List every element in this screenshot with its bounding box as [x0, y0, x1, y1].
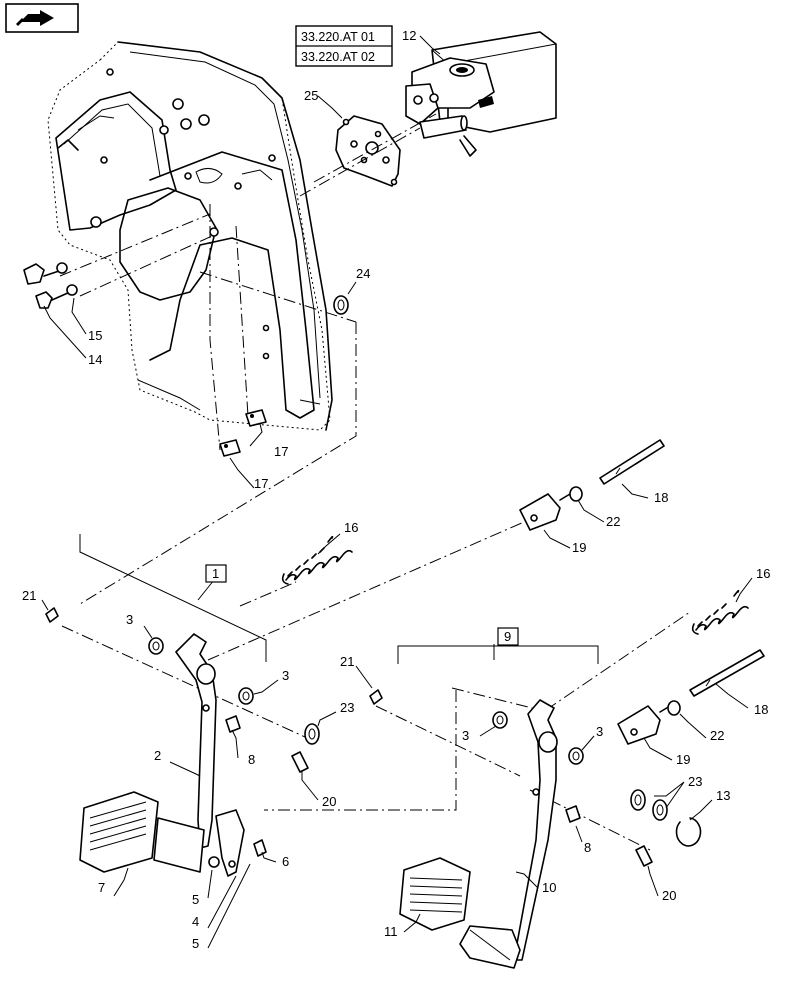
reference-link-2[interactable]: 33.220.AT 02 [301, 50, 375, 64]
callout-19-upper[interactable]: 19 [572, 540, 586, 555]
group-label-1: 1 [212, 566, 219, 581]
callout-23-left[interactable]: 23 [340, 700, 354, 715]
callout-18-lower[interactable]: 18 [754, 702, 768, 717]
callout-19-lower[interactable]: 19 [676, 752, 690, 767]
callout-17-upper[interactable]: 17 [274, 444, 288, 459]
callout-8-right[interactable]: 8 [584, 840, 591, 855]
callout-23-right[interactable]: 23 [688, 774, 702, 789]
callout-16-left[interactable]: 16 [344, 520, 358, 535]
reference-boxes: 33.220.AT 01 33.220.AT 02 [295, 25, 393, 67]
circlip [675, 817, 702, 847]
clevis-left [519, 493, 571, 531]
plug-fittings [219, 409, 267, 457]
locknuts [225, 715, 581, 823]
washers [304, 723, 668, 821]
callout-3-c[interactable]: 3 [462, 728, 469, 743]
callout-20-left[interactable]: 20 [322, 794, 336, 809]
callout-7[interactable]: 7 [98, 880, 105, 895]
push-rods [599, 439, 765, 697]
callout-16-right[interactable]: 16 [756, 566, 770, 581]
callout-3-b[interactable]: 3 [282, 668, 289, 683]
reference-link-1[interactable]: 33.220.AT 01 [301, 30, 375, 44]
mounting-bracket [47, 41, 333, 431]
bushings [148, 637, 584, 765]
brake-pedal-right [459, 699, 558, 969]
pins [291, 751, 653, 867]
callout-10[interactable]: 10 [542, 880, 556, 895]
group-brackets: 1 9 [79, 534, 599, 664]
callout-17-lower[interactable]: 17 [254, 476, 268, 491]
callout-22-upper[interactable]: 22 [606, 514, 620, 529]
callout-14[interactable]: 14 [88, 352, 102, 367]
group-label-9: 9 [504, 629, 511, 644]
callout-22-lower[interactable]: 22 [710, 728, 724, 743]
pedal-pad-right [399, 857, 471, 931]
callout-13[interactable]: 13 [716, 788, 730, 803]
callout-18-upper[interactable]: 18 [654, 490, 668, 505]
clevis-right [617, 705, 671, 745]
callout-21-right[interactable]: 21 [340, 654, 354, 669]
seal-ring [333, 295, 349, 315]
callout-24[interactable]: 24 [356, 266, 370, 281]
arrow-right-icon[interactable] [5, 3, 79, 33]
callout-5-upper[interactable]: 5 [192, 892, 199, 907]
callout-4[interactable]: 4 [192, 914, 199, 929]
callout-5-lower[interactable]: 5 [192, 936, 199, 951]
clips [45, 607, 383, 705]
callout-3-d[interactable]: 3 [596, 724, 603, 739]
callout-20-right[interactable]: 20 [662, 888, 676, 903]
bolt-set [23, 262, 78, 309]
callout-labels: 12 25 24 15 14 17 17 16 18 22 19 21 3 3 … [22, 28, 770, 951]
callout-15[interactable]: 15 [88, 328, 102, 343]
pedal-pad-left [79, 791, 159, 873]
callout-21-left[interactable]: 21 [22, 588, 36, 603]
return-spring-left [281, 535, 353, 585]
gasket-plate [335, 115, 401, 187]
callout-6[interactable]: 6 [282, 854, 289, 869]
callout-25[interactable]: 25 [304, 88, 318, 103]
callout-11[interactable]: 11 [384, 924, 398, 939]
assembly-lines [59, 113, 691, 851]
callout-8-left[interactable]: 8 [248, 752, 255, 767]
return-spring-right [691, 589, 749, 635]
brake-pedal-left [153, 633, 267, 877]
brake-cylinder [405, 31, 557, 157]
callout-12[interactable]: 12 [402, 28, 416, 43]
callout-leaders [41, 35, 753, 949]
callout-2[interactable]: 2 [154, 748, 161, 763]
nuts [569, 486, 681, 716]
callout-3-a[interactable]: 3 [126, 612, 133, 627]
